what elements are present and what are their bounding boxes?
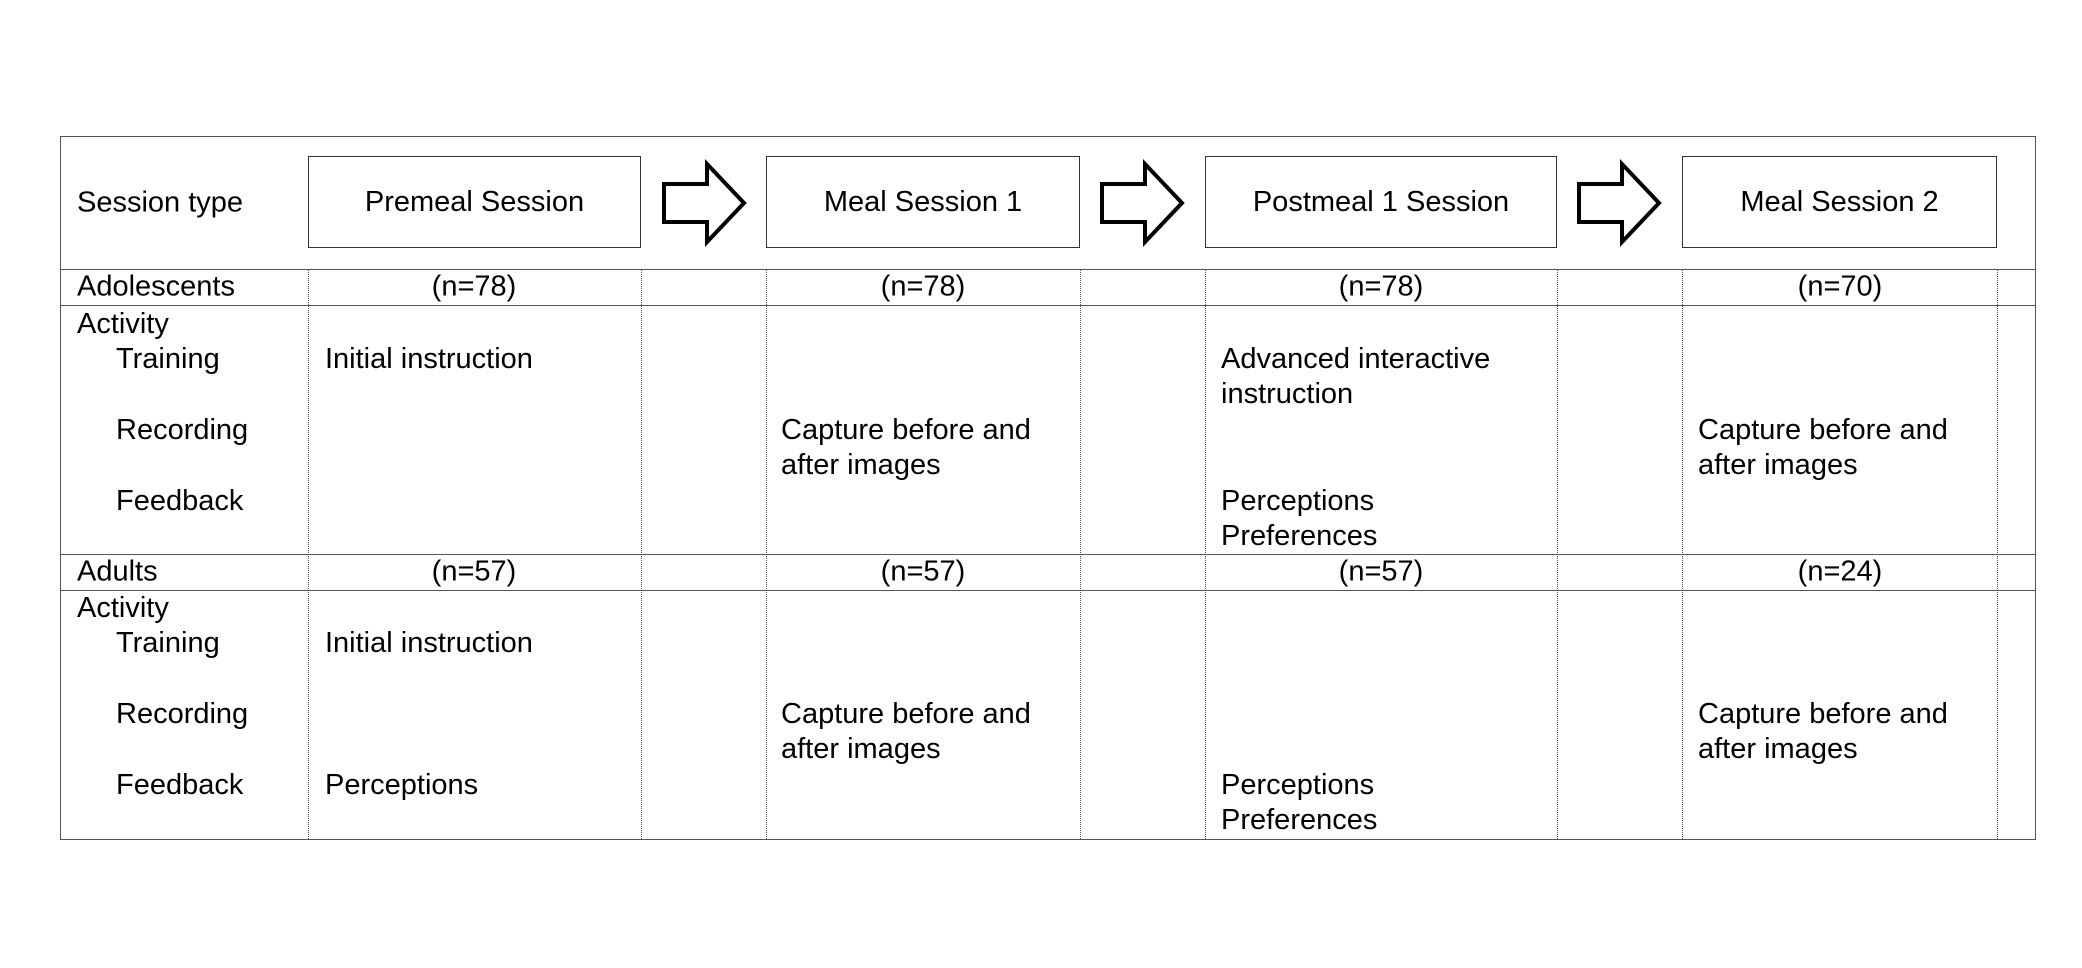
right-arrow-icon [1100,158,1185,248]
session-box-premeal: Premeal Session [308,156,641,248]
cell-meal2-recording: Capture before and [1698,698,1948,730]
cell-meal1-recording: after images [781,733,941,765]
group-label-adolescents: Adolescents [77,270,235,303]
count-premeal: (n=78) [431,270,517,303]
group-label-adults: Adults [77,555,158,588]
right-arrow-icon [1577,158,1662,248]
table-frame [60,136,2036,840]
count-premeal: (n=57) [431,555,517,588]
count-meal-1: (n=57) [880,555,966,588]
cell-meal1-recording: Capture before and [781,414,1031,446]
session-box-meal-2: Meal Session 2 [1682,156,1997,248]
activity-recording: Recording [116,414,249,446]
cell-premeal-training: Initial instruction [325,627,533,659]
cell-meal2-recording: Capture before and [1698,414,1948,446]
activity-label: Activity [77,592,169,624]
cell-postmeal-training: instruction [1221,378,1354,410]
cell-meal2-recording: after images [1698,733,1858,765]
session-box-postmeal-1: Postmeal 1 Session [1205,156,1557,248]
column-guide [766,270,767,839]
cell-meal2-recording: after images [1698,449,1858,481]
cell-premeal-training: Initial instruction [325,343,533,375]
count-postmeal-1: (n=78) [1338,270,1424,303]
column-guide [1997,270,1998,839]
session-box-label: Postmeal 1 Session [1252,185,1510,218]
session-box-meal-1: Meal Session 1 [766,156,1080,248]
column-guide [1080,270,1081,839]
cell-postmeal-feedback: Preferences [1221,520,1378,552]
session-box-label: Meal Session 2 [1740,185,1939,218]
session-type-label: Session type [77,186,244,219]
activity-feedback: Feedback [116,485,244,517]
session-box-label: Meal Session 1 [823,185,1023,218]
cell-postmeal-feedback: Perceptions [1221,485,1375,517]
activity-label: Activity [77,308,169,340]
activity-recording: Recording [116,698,249,730]
row-divider [60,554,2036,555]
column-guide [308,270,309,839]
cell-postmeal-feedback: Perceptions [1221,769,1375,801]
activity-training: Training [116,343,220,375]
column-guide [1205,270,1206,839]
activity-feedback: Feedback [116,769,244,801]
count-postmeal-1: (n=57) [1338,555,1424,588]
column-guide [641,270,642,839]
column-guide [1682,270,1683,839]
activity-training: Training [116,627,220,659]
cell-meal1-recording: Capture before and [781,698,1031,730]
column-guide [1557,270,1558,839]
right-arrow-icon [662,158,747,248]
row-divider [60,590,2036,591]
count-meal-2: (n=24) [1797,555,1883,588]
count-meal-1: (n=78) [880,270,966,303]
session-box-label: Premeal Session [364,185,585,218]
cell-premeal-feedback: Perceptions [325,769,479,801]
count-meal-2: (n=70) [1797,270,1883,303]
cell-meal1-recording: after images [781,449,941,481]
row-divider [60,269,2036,270]
cell-postmeal-feedback: Preferences [1221,804,1378,836]
cell-postmeal-training: Advanced interactive [1221,343,1491,375]
row-divider [60,305,2036,306]
